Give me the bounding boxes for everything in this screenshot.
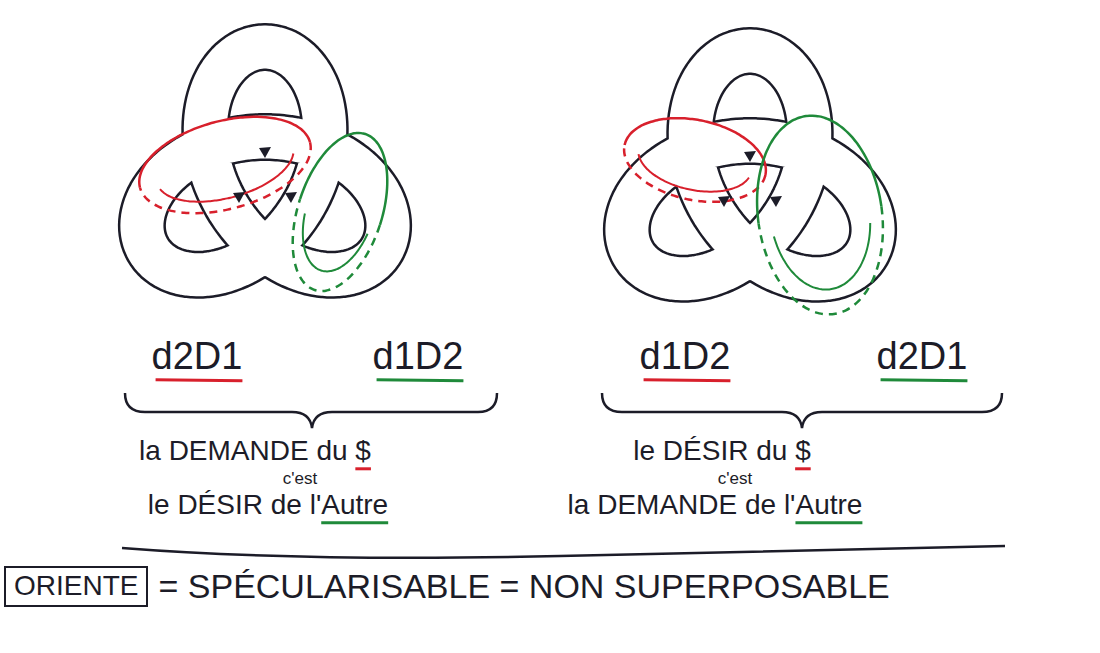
equation-label: = SPÉCULARISABLE = NON SUPERPOSABLE [158, 568, 889, 605]
hole-mark [770, 196, 782, 207]
statement-label: c'est [718, 470, 752, 489]
color-underline [795, 521, 862, 524]
brace [602, 393, 1002, 428]
formula-label: d1D2 [640, 336, 731, 378]
loop-solid [757, 116, 881, 224]
statement-label: c'est [283, 470, 317, 489]
color-underline [644, 380, 731, 381]
formula-label: d1D2 [373, 336, 464, 378]
tube-inside [142, 47, 388, 275]
color-underline [355, 467, 371, 470]
formula-label: d2D1 [152, 336, 243, 378]
hole-mark [718, 196, 730, 207]
loop-dashed [140, 142, 311, 213]
hole-mark [259, 147, 271, 158]
color-underline [881, 380, 968, 381]
loop-inner [160, 153, 293, 201]
formula-label: d2D1 [877, 336, 968, 378]
color-underline [795, 467, 811, 470]
tube-outline [142, 47, 388, 275]
torus-knot [624, 51, 883, 314]
torus-knot [139, 47, 388, 291]
boxed-term: ORIENTE [4, 566, 148, 607]
color-underline [156, 380, 243, 381]
loop-solid [139, 117, 310, 188]
statement-label: la DEMANDE de l'Autre [568, 490, 863, 521]
knot-group [139, 47, 883, 314]
tube-outline [627, 51, 873, 279]
statement-label: le DÉSIR du $ [633, 436, 810, 467]
loop-dashed [624, 145, 765, 202]
loop-solid [300, 133, 387, 225]
node-text: ORIENTE [14, 571, 138, 602]
brace [125, 393, 497, 428]
hole-mark [285, 192, 297, 203]
color-underline [321, 521, 388, 524]
statement-label: le DÉSIR de l'Autre [148, 490, 388, 521]
loop-inner [774, 223, 870, 290]
loop-dashed [759, 206, 883, 314]
hole-mark [744, 151, 756, 162]
color-underline [377, 380, 464, 381]
loop-dashed [293, 199, 380, 291]
sweep-line [122, 546, 1005, 558]
loop-inner [639, 154, 749, 192]
statement-label: la DEMANDE du $ [139, 436, 371, 467]
tube-inside [627, 51, 873, 279]
hole-mark [233, 192, 245, 203]
loop-inner [303, 213, 368, 271]
